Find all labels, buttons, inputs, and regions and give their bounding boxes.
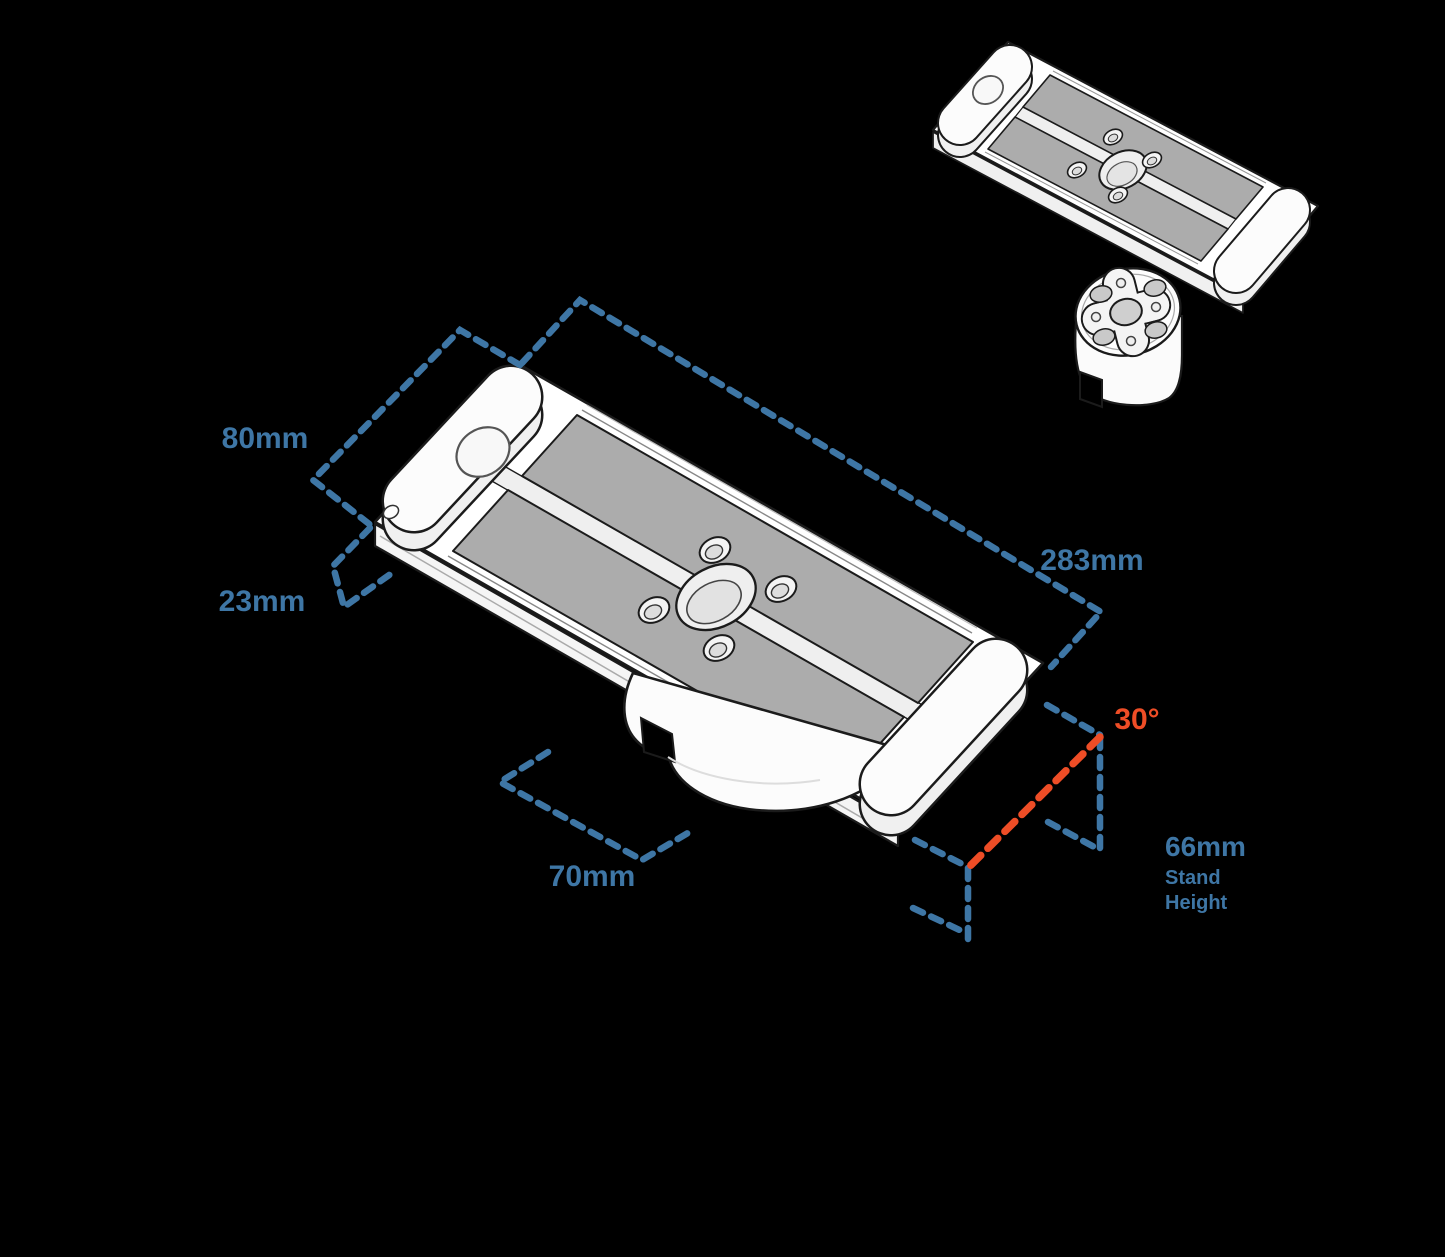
plate-front-side [932, 131, 1244, 314]
riser-screw-hole [1089, 285, 1113, 303]
dimension-lines-blue [308, 295, 1107, 945]
cross-lobe-hole [1115, 277, 1127, 289]
plate-screw-holes [637, 536, 798, 662]
right-end-cap [858, 637, 1029, 837]
left-end-cap [937, 44, 1033, 158]
thumb-scoop-inner [1106, 161, 1138, 187]
label-thickness: 23mm [219, 585, 306, 618]
left-end-cap [381, 364, 544, 552]
thumb-scoop-inner [686, 579, 742, 625]
screw-hole-inner [1112, 191, 1124, 201]
cap-face [1215, 189, 1309, 292]
riser-base-body [623, 671, 903, 813]
dimension-base-depth-line [493, 748, 697, 864]
dimension-ground-line [909, 836, 972, 945]
edge-groove [581, 409, 973, 634]
edge-groove [1052, 70, 1267, 184]
plate-flat [931, 40, 1320, 314]
screw-hole-inner [704, 544, 724, 560]
label-length: 283mm [1040, 544, 1143, 577]
riser-center-hole [1109, 297, 1143, 327]
plate-screw-holes [1066, 128, 1163, 204]
riser-base [623, 671, 903, 813]
dimension-thickness-line [329, 524, 396, 613]
screw-hole-inner [1107, 133, 1119, 143]
cap-corner-notch [382, 504, 400, 520]
label-tilt-angle: 30° [1114, 703, 1159, 736]
dimension-length-line [518, 295, 1107, 671]
screw-hole-inner [1071, 166, 1083, 176]
screw-hole-inner [770, 583, 790, 599]
right-end-cap [1213, 187, 1311, 306]
riser-screw-hole [1092, 328, 1116, 346]
cross-lobe-hole [1150, 301, 1162, 313]
label-stand-height-value: 66mm [1165, 831, 1246, 862]
riser-screw-hole [1143, 279, 1167, 297]
label-stand-height-caption-2: Height [1165, 892, 1228, 914]
label-stand-height-caption-1: Stand [1165, 867, 1221, 889]
dimension-labels: 80mm 23mm 283mm 70mm 66mm Stand Height [219, 422, 1246, 914]
riser-cable-notch [1079, 370, 1103, 409]
edge-groove [586, 404, 978, 629]
rubber-pad-upper [1022, 74, 1264, 220]
edge-groove [984, 151, 1199, 265]
screw-hole-inner [1146, 156, 1158, 166]
mounting-cross [1080, 266, 1172, 358]
riser-base-shading [667, 756, 821, 785]
dimension-stand-height-line [1043, 701, 1104, 855]
angle-line-orange [964, 733, 1104, 872]
dimension-width-line [308, 325, 524, 531]
riser-screw-hole [1144, 321, 1168, 339]
rubber-pad-upper [521, 414, 974, 704]
cap-face [861, 640, 1026, 814]
cross-lobe-hole [1090, 311, 1102, 323]
riser-puck [1074, 266, 1184, 409]
tilt-angle-line [964, 733, 1104, 872]
latch-ear [972, 75, 1004, 105]
latch-ear [455, 426, 511, 478]
screw-hole-inner [643, 604, 663, 620]
screw-hole-inner [708, 642, 728, 658]
label-width: 80mm [222, 422, 309, 455]
cross-lobe-hole [1125, 335, 1137, 347]
exploded-view [931, 40, 1320, 409]
assembled-view [373, 363, 1045, 848]
label-base-depth: 70mm [549, 860, 636, 893]
